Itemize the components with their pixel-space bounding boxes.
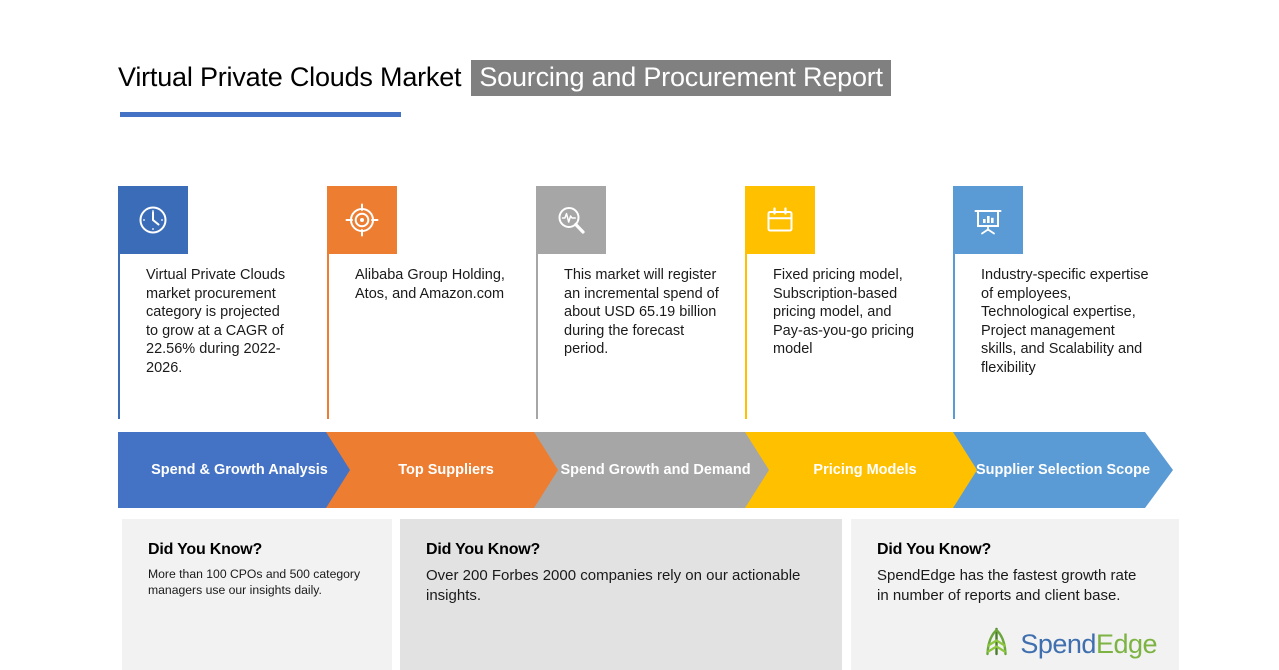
column-divider — [327, 186, 329, 419]
did-you-know-body: More than 100 CPOs and 500 category mana… — [148, 567, 361, 597]
column-body-text: Virtual Private Clouds market procuremen… — [146, 267, 286, 376]
title-underline-rule — [120, 112, 401, 117]
columns-band: Virtual Private Clouds market procuremen… — [0, 186, 1279, 426]
icon-box — [536, 186, 606, 254]
column-body-text: Fixed pricing model, Subscription-based … — [773, 267, 915, 357]
spendedge-mark-icon — [980, 626, 1013, 662]
did-you-know-card-3: Did You Know? SpendEdge has the fastest … — [851, 519, 1179, 670]
icon-box — [118, 186, 188, 254]
column-body-text: This market will register an incremental… — [564, 267, 719, 357]
magnifier-analytics-icon — [553, 202, 589, 238]
did-you-know-body: Over 200 Forbes 2000 companies rely on o… — [426, 567, 801, 604]
clock-icon — [135, 202, 171, 238]
did-you-know-heading: Did You Know? — [877, 541, 992, 558]
chevron-label: Top Suppliers — [398, 462, 494, 478]
icon-box — [953, 186, 1023, 254]
did-you-know-band: Did You Know? More than 100 CPOs and 500… — [0, 519, 1279, 670]
did-you-know-card-1: Did You Know? More than 100 CPOs and 500… — [122, 519, 392, 670]
title-highlight-text: Sourcing and Procurement Report — [471, 60, 891, 96]
did-you-know-body: SpendEdge has the fastest growth rate in… — [877, 567, 1137, 604]
spendedge-wordmark: SpendEdge — [1020, 629, 1157, 660]
column-divider — [536, 186, 538, 419]
icon-box — [745, 186, 815, 254]
column-divider — [118, 186, 120, 419]
column-divider — [953, 186, 955, 419]
page-title: Virtual Private Clouds Market Sourcing a… — [118, 60, 891, 96]
column-body-text: Alibaba Group Holding, Atos, and Amazon.… — [355, 267, 505, 302]
spendedge-logo: SpendEdge — [980, 626, 1158, 662]
title-main-text: Virtual Private Clouds Market — [118, 62, 462, 92]
process-chevron-band: Spend & Growth Analysis Top Suppliers Sp… — [118, 432, 1173, 508]
did-you-know-heading: Did You Know? — [148, 541, 263, 558]
icon-box — [327, 186, 397, 254]
logo-text-edge: Edge — [1095, 628, 1158, 659]
chevron-label: Supplier Selection Scope — [975, 462, 1151, 478]
chevron-supplier-selection-scope[interactable]: Supplier Selection Scope — [953, 432, 1173, 508]
presentation-chart-icon — [970, 202, 1006, 238]
chevron-label: Spend & Growth Analysis — [151, 462, 328, 478]
logo-text-spend: Spend — [1020, 628, 1096, 659]
chevron-label: Spend Growth and Demand — [560, 462, 751, 478]
calendar-icon — [762, 202, 798, 238]
target-icon — [344, 202, 380, 238]
chevron-spend-growth-demand[interactable]: Spend Growth and Demand — [534, 432, 777, 508]
column-body-text: Industry-specific expertise of employees… — [981, 267, 1149, 376]
column-divider — [745, 186, 747, 419]
chevron-label: Pricing Models — [813, 462, 917, 478]
chevron-spend-growth-analysis[interactable]: Spend & Growth Analysis — [118, 432, 361, 508]
did-you-know-card-2: Did You Know? Over 200 Forbes 2000 compa… — [400, 519, 842, 670]
chevron-pricing-models[interactable]: Pricing Models — [745, 432, 985, 508]
did-you-know-heading: Did You Know? — [426, 541, 541, 558]
chevron-top-suppliers[interactable]: Top Suppliers — [326, 432, 566, 508]
